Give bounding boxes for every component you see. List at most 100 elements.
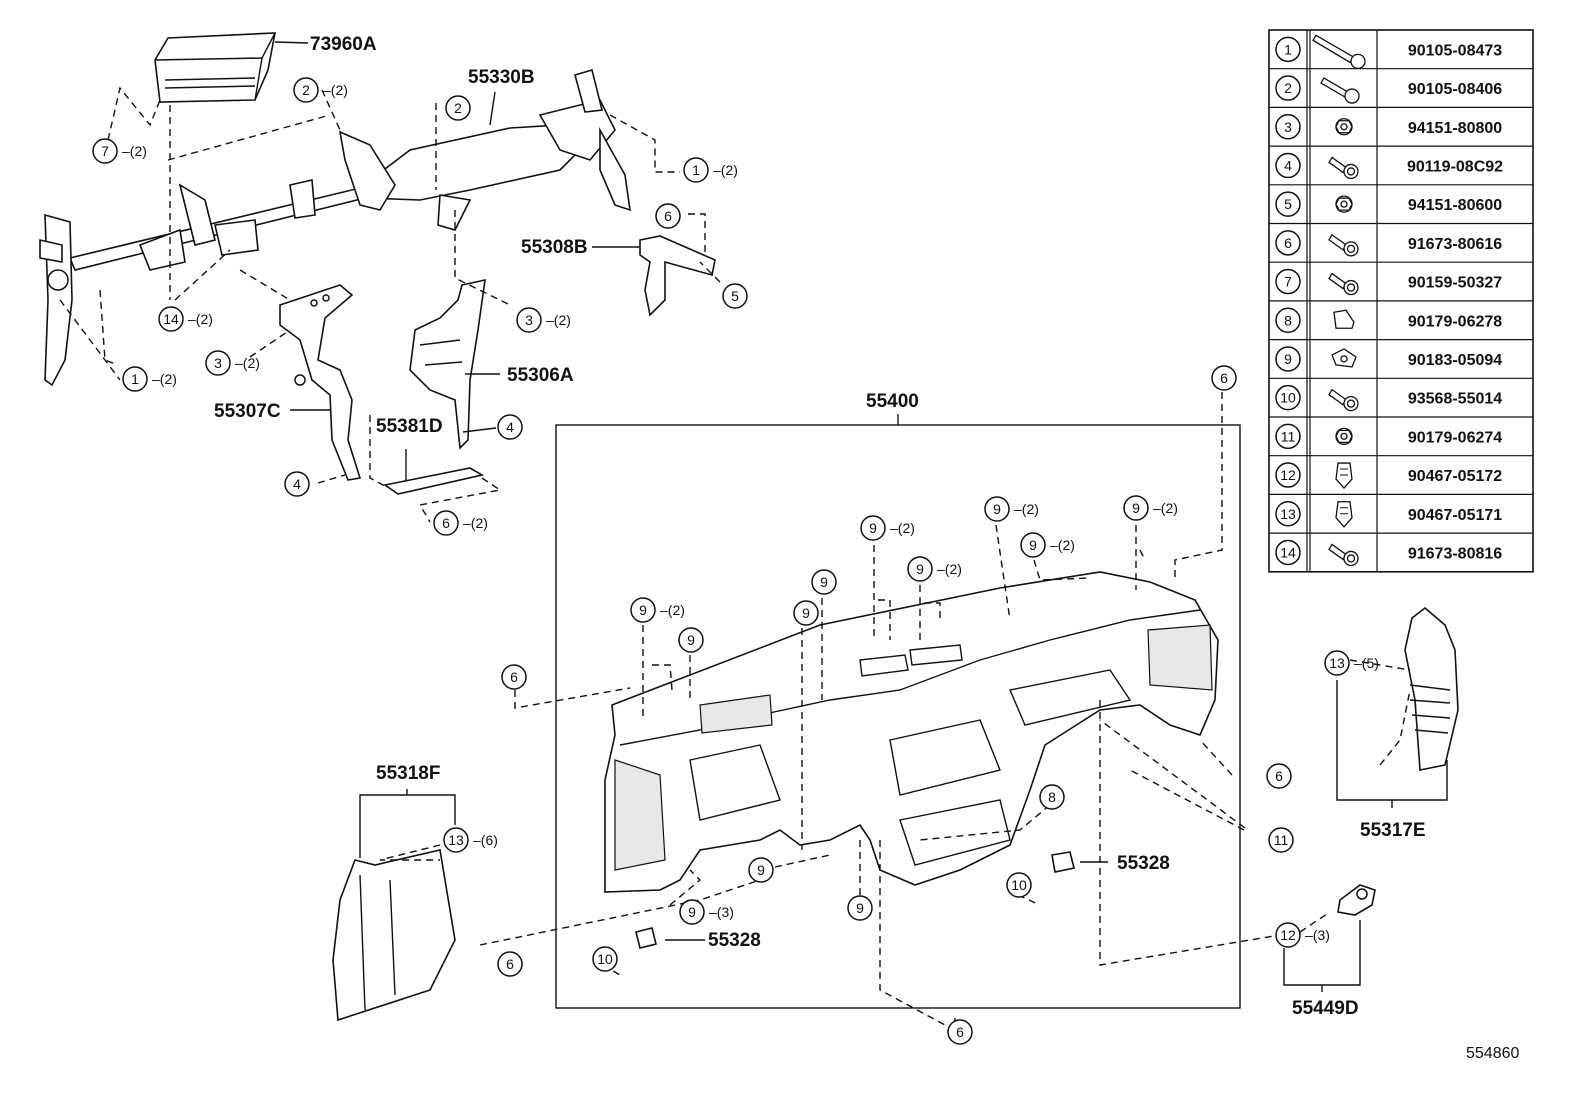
callout-circle — [630, 597, 656, 623]
fastener-number: 1 — [1284, 41, 1292, 57]
fastener-number: 9 — [1284, 351, 1292, 367]
callout-circle — [811, 569, 837, 595]
callout-9: 9 — [793, 600, 819, 626]
side-panel-55317e-drawing[interactable] — [1404, 606, 1459, 771]
callout-9: 9–(3) — [679, 899, 734, 925]
callout-circle — [443, 827, 469, 853]
callout-circle — [433, 510, 459, 536]
brace-55308b-drawing[interactable] — [639, 235, 716, 317]
callout-number: 9 — [687, 632, 695, 648]
callout-9: 9–(2) — [1020, 532, 1075, 558]
part-label-55449d: 55449D — [1292, 998, 1359, 1019]
callout-number: 3 — [214, 355, 222, 371]
fastener-part-number: 90119-08C92 — [1407, 158, 1503, 175]
fastener-part-number: 91673-80616 — [1408, 236, 1502, 253]
callout-quantity: –(2) — [890, 520, 915, 536]
callout-circle — [1123, 495, 1149, 521]
fastener-part-number: 94151-80600 — [1408, 197, 1502, 214]
callout-9: 9 — [678, 627, 704, 653]
fastener-part-number: 90183-05094 — [1408, 352, 1502, 369]
callout-10: 10 — [592, 946, 618, 972]
callout-circle — [1211, 365, 1237, 391]
callout-quantity: –(2) — [152, 371, 177, 387]
callout-number: 9 — [856, 900, 864, 916]
fastener-number: 13 — [1280, 506, 1296, 522]
bracket-55449d-drawing[interactable] — [1337, 884, 1376, 916]
callout-number: 12 — [1280, 927, 1296, 943]
callout-circle — [205, 350, 231, 376]
callout-number: 9 — [757, 862, 765, 878]
side-panel-55318f-drawing[interactable] — [332, 849, 456, 1022]
callout-number: 5 — [731, 288, 739, 304]
callout-quantity: –(3) — [1305, 927, 1330, 943]
callout-circle — [683, 157, 709, 183]
clip-55328-right-drawing[interactable] — [1051, 851, 1075, 873]
callout-number: 4 — [506, 419, 514, 435]
callout-circle — [497, 414, 523, 440]
fastener-number-circle — [1275, 152, 1301, 179]
callout-number: 10 — [1011, 877, 1027, 893]
callout-number: 10 — [597, 951, 613, 967]
fastener-number: 14 — [1280, 544, 1296, 560]
callout-number: 6 — [506, 956, 514, 972]
callout-6: 6 — [501, 664, 527, 690]
callout-markers: 1–(2)2–(2)27–(2)1–(2)6514–(2)3–(2)3–(2)4… — [92, 77, 1379, 1045]
callout-number: 9 — [869, 520, 877, 536]
callout-circle — [501, 664, 527, 690]
callout-14: 14–(2) — [158, 306, 213, 332]
fastener-part-number: 90159-50327 — [1408, 275, 1502, 292]
callout-circle — [678, 627, 704, 653]
instrument-panel-reinforcement-drawing[interactable] — [39, 68, 631, 387]
airbag-module-drawing[interactable] — [154, 32, 276, 103]
fastener-number: 4 — [1284, 157, 1292, 173]
callout-9: 9 — [847, 895, 873, 921]
callout-11: 11 — [1268, 827, 1294, 853]
push-clip-icon — [1335, 462, 1353, 490]
callout-number: 3 — [525, 312, 533, 328]
clip-nut-icon — [1333, 309, 1355, 329]
fastener-number-circle — [1275, 36, 1301, 63]
callout-8: 8 — [1039, 784, 1065, 810]
fastener-number: 10 — [1280, 390, 1296, 406]
callout-2: 2–(2) — [293, 77, 348, 103]
callout-2: 2 — [445, 95, 471, 121]
callout-circle — [1006, 872, 1032, 898]
callout-number: 9 — [993, 501, 1001, 517]
fastener-number-circle — [1275, 539, 1301, 566]
part-label-55330b: 55330B — [468, 67, 535, 88]
callout-3: 3–(2) — [516, 307, 571, 333]
part-labels: 73960A 55330B 55308B 55306A 55307C 55381… — [214, 34, 1519, 1062]
callout-quantity: –(2) — [1014, 501, 1039, 517]
callout-6: 6 — [497, 951, 523, 977]
fastener-number: 11 — [1281, 428, 1296, 444]
callout-circle — [748, 857, 774, 883]
fastener-number: 12 — [1280, 467, 1296, 483]
fastener-row: 4 90119-08C92 — [1275, 152, 1503, 180]
fastener-number-circle — [1275, 346, 1301, 372]
leader-lines — [59, 41, 1448, 1030]
callout-number: 6 — [510, 669, 518, 685]
part-label-73960a: 73960A — [310, 34, 377, 55]
part-label-55307c: 55307C — [214, 401, 281, 422]
callout-quantity: –(2) — [660, 602, 685, 618]
callout-number: 9 — [1132, 500, 1140, 516]
instrument-panel-drawing[interactable] — [604, 571, 1219, 893]
callout-quantity: –(2) — [323, 82, 348, 98]
brace-55307c-drawing[interactable] — [279, 284, 362, 481]
callout-number: 6 — [664, 208, 672, 224]
callout-quantity: –(3) — [709, 904, 734, 920]
part-label-55306a: 55306A — [507, 365, 574, 386]
fastener-number-circle — [1275, 307, 1301, 333]
fastener-number-circle — [1275, 230, 1301, 256]
clip-55328-left-drawing[interactable] — [635, 927, 657, 949]
callout-number: 14 — [163, 311, 179, 327]
brace-55306a-drawing[interactable] — [409, 278, 486, 450]
bracket-55381d-drawing[interactable] — [382, 467, 485, 495]
